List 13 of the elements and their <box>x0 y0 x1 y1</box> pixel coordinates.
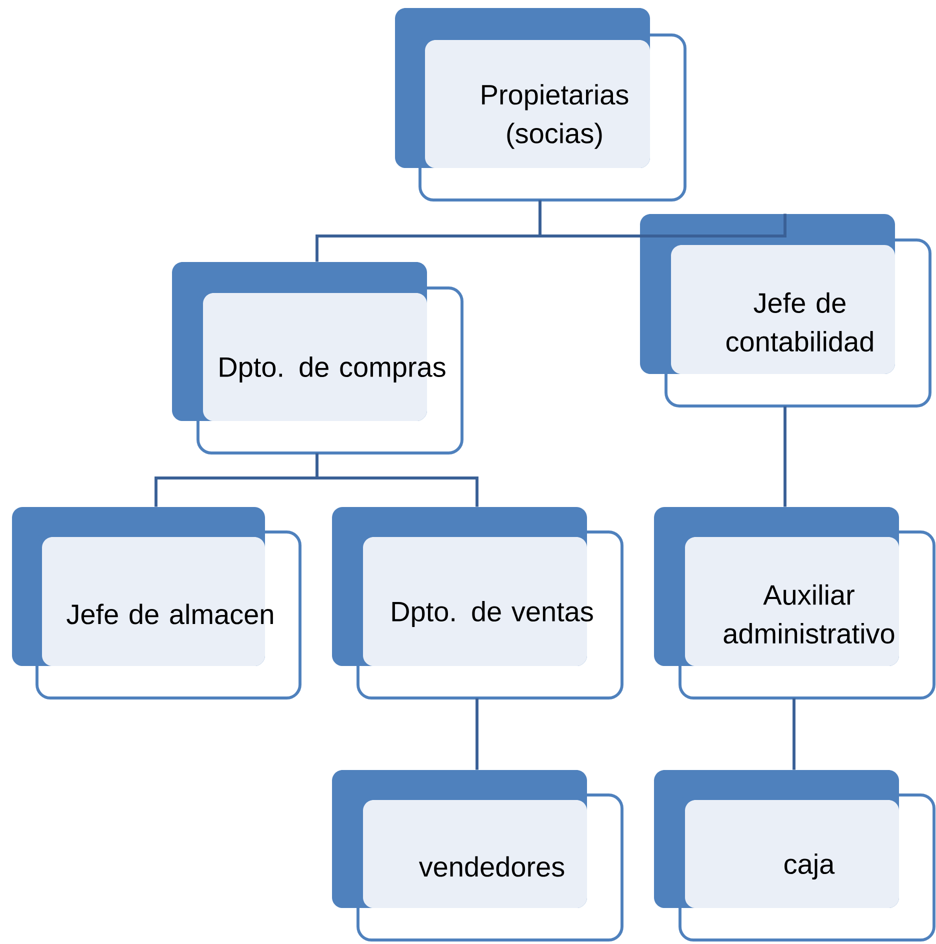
org-box: Propietarias (socias) <box>395 8 686 202</box>
connector-line <box>476 698 478 770</box>
connector-line <box>792 698 796 770</box>
org-box: Auxiliar administrativo <box>654 507 936 700</box>
org-box: caja <box>654 770 936 942</box>
org-box: Jefe de almacen <box>12 507 302 700</box>
org-box: vendedores <box>332 770 624 942</box>
org-box: Jefe de contabilidad <box>640 214 932 408</box>
connector-line <box>784 406 786 507</box>
connector-line <box>538 200 786 238</box>
connector-line <box>316 453 478 507</box>
org-box: Dpto. de compras <box>172 262 464 454</box>
org-box: Dpto. de ventas <box>332 507 624 700</box>
